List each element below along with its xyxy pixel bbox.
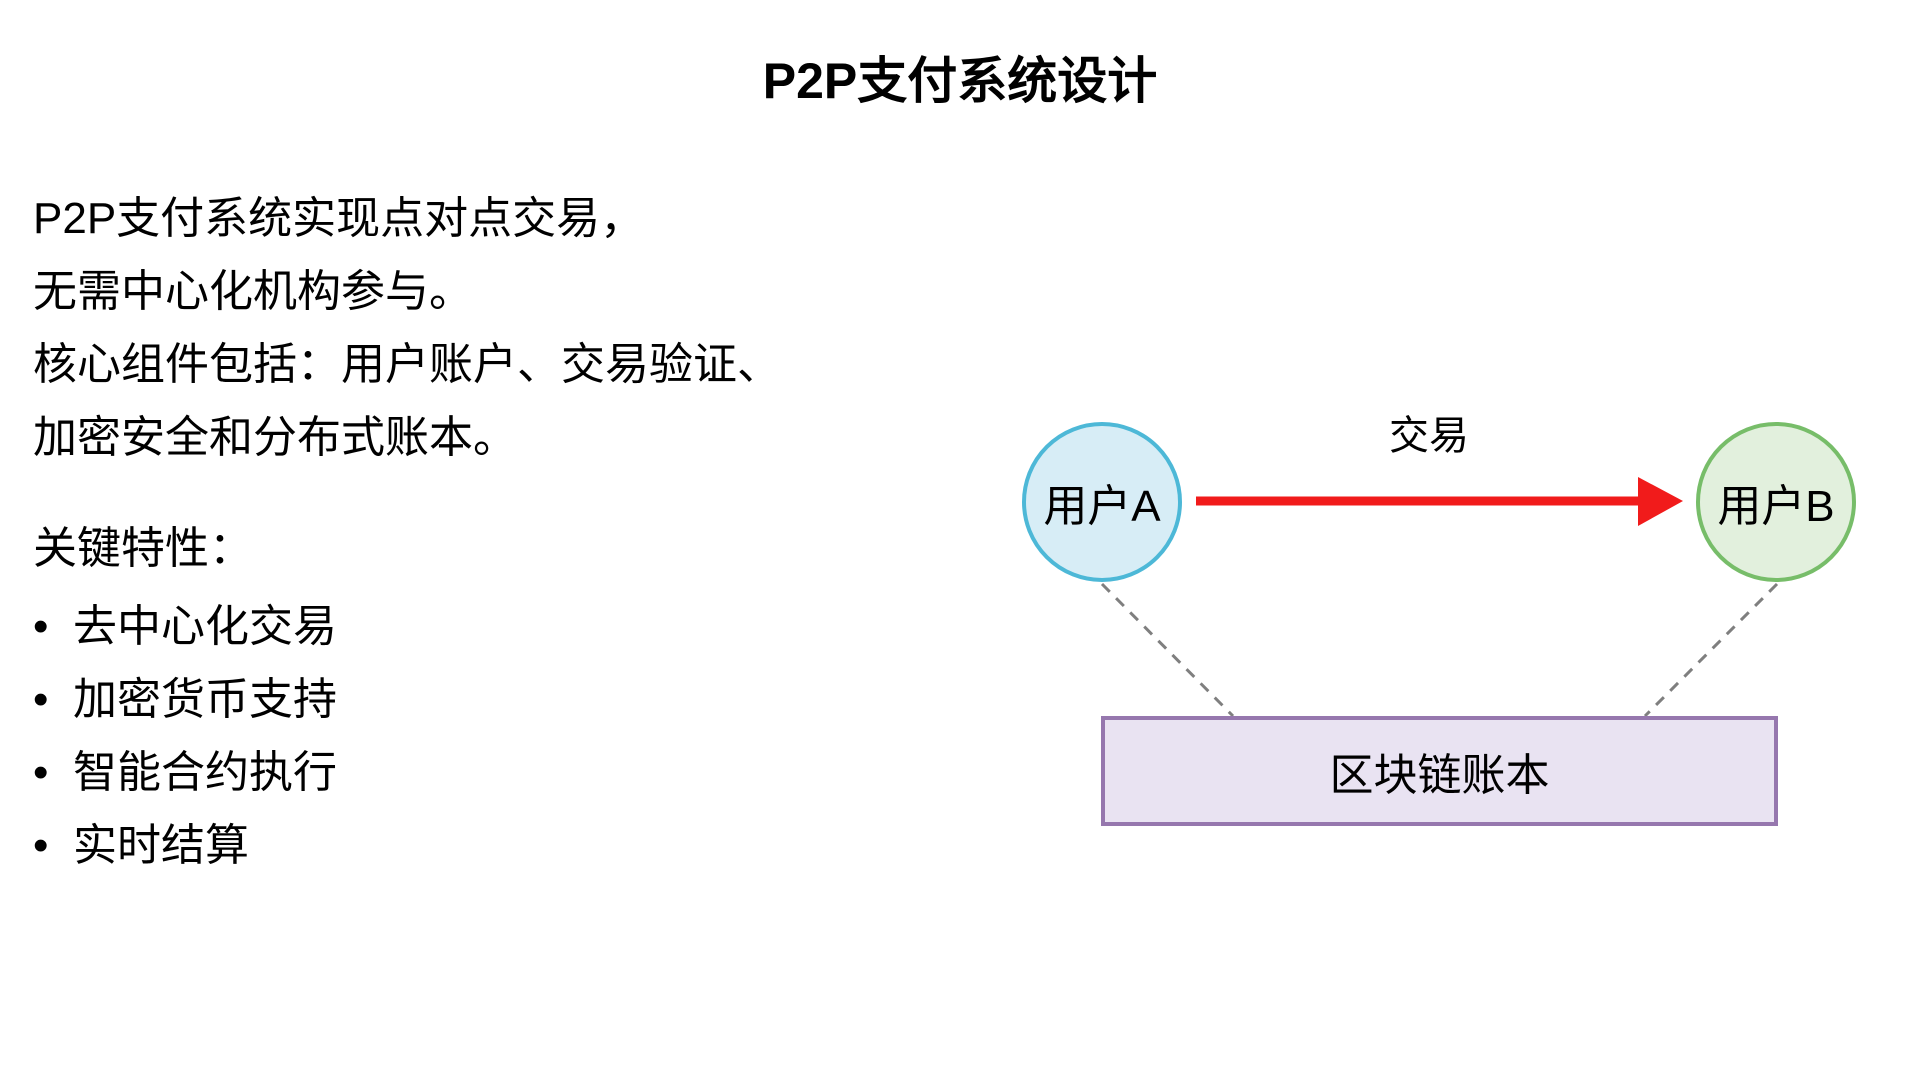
intro-paragraph: P2P支付系统实现点对点交易， 无需中心化机构参与。 核心组件包括：用户账户、交… <box>33 182 781 474</box>
bullet-icon: • <box>33 748 49 797</box>
bullet-icon: • <box>33 821 49 870</box>
node-user-a-label: 用户A <box>1043 482 1161 531</box>
intro-line: 核心组件包括：用户账户、交易验证、 <box>33 340 781 389</box>
ledger-box: 区块链账本 <box>1101 716 1778 826</box>
node-user-a: 用户A <box>1022 422 1182 582</box>
ledger-label: 区块链账本 <box>1329 751 1550 800</box>
intro-line: P2P支付系统实现点对点交易， <box>33 194 645 243</box>
feature-label: 智能合约执行 <box>73 748 337 797</box>
page-title: P2P支付系统设计 <box>762 53 1158 109</box>
node-user-b-label: 用户B <box>1717 482 1835 531</box>
bullet-icon: • <box>33 675 49 724</box>
list-item: • 去中心化交易 <box>33 590 337 663</box>
dashed-connector-a-ledger <box>1100 582 1235 718</box>
node-user-b: 用户B <box>1696 422 1856 582</box>
list-item: • 实时结算 <box>33 809 337 882</box>
features-heading: 关键特性： <box>33 524 253 573</box>
dashed-connector-b-ledger <box>1643 582 1779 718</box>
transaction-arrowhead-icon <box>1638 477 1683 526</box>
intro-line: 无需中心化机构参与。 <box>33 267 473 316</box>
list-item: • 加密货币支持 <box>33 663 337 736</box>
intro-line: 加密安全和分布式账本。 <box>33 413 517 462</box>
feature-label: 实时结算 <box>73 821 249 870</box>
feature-label: 去中心化交易 <box>73 602 337 651</box>
feature-label: 加密货币支持 <box>73 675 337 724</box>
transaction-edge-label: 交易 <box>1389 414 1469 458</box>
list-item: • 智能合约执行 <box>33 736 337 809</box>
bullet-icon: • <box>33 602 49 651</box>
features-list: • 去中心化交易 • 加密货币支持 • 智能合约执行 • 实时结算 <box>33 590 337 882</box>
